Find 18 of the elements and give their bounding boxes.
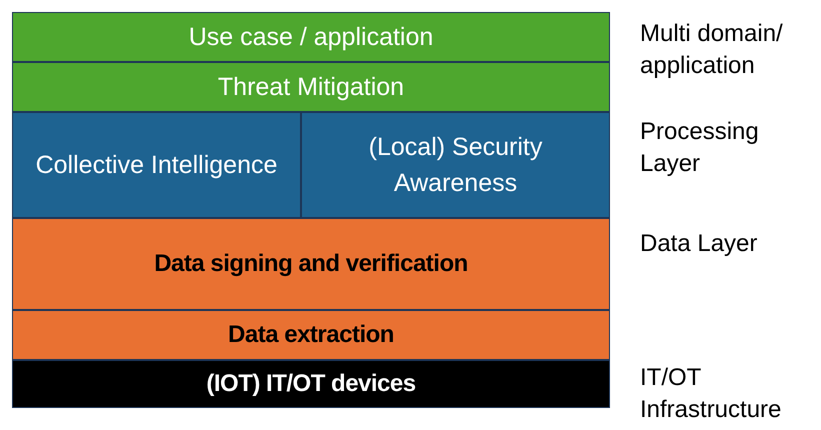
layer-text: Collective Intelligence bbox=[36, 150, 278, 181]
layer-text: (Local) Security Awareness bbox=[368, 132, 544, 199]
layer-text: Data extraction bbox=[228, 320, 394, 350]
layer-text: Threat Mitigation bbox=[218, 72, 404, 103]
layer-band bbox=[12, 62, 610, 112]
layer-cell bbox=[12, 112, 301, 218]
layer-band bbox=[12, 218, 610, 310]
layer-text: Data signing and verification bbox=[154, 249, 468, 279]
layer-band bbox=[12, 310, 610, 360]
layer-text: (IOT) IT/OT devices bbox=[206, 369, 416, 399]
layer-band bbox=[12, 12, 610, 62]
layer-label: Data Layer bbox=[640, 229, 758, 259]
layer-band bbox=[12, 360, 610, 408]
layer-cell bbox=[301, 112, 610, 218]
layer-label: IT/OT Infrastructure bbox=[640, 363, 782, 425]
layer-label: Processing Layer bbox=[640, 117, 760, 179]
layer-text: Use case / application bbox=[188, 22, 434, 53]
layer-label: Multi domain/ application bbox=[640, 19, 784, 81]
